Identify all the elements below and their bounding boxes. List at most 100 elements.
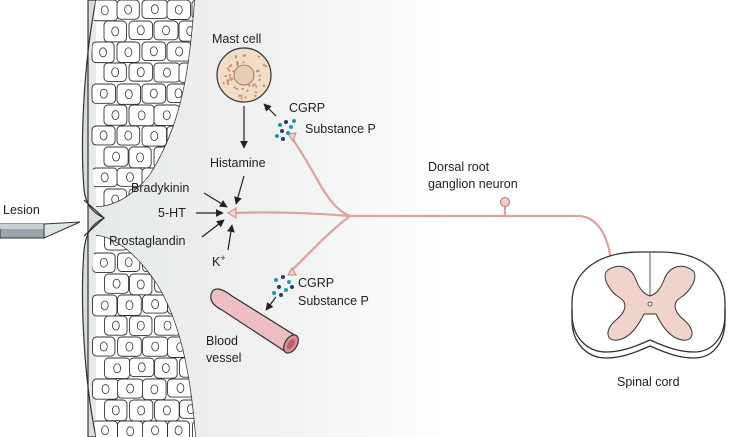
cell-nucleus	[125, 300, 134, 311]
mast-granule	[233, 86, 236, 89]
label-lesion: Lesion	[3, 203, 40, 217]
cell-nucleus	[100, 300, 109, 311]
label-potassium: K+	[212, 253, 226, 269]
mast-cell	[216, 47, 272, 103]
mast-granule	[229, 78, 232, 81]
cell-nucleus	[151, 425, 159, 436]
mast-granule	[238, 94, 241, 97]
cell-nucleus	[124, 257, 133, 268]
cell-nucleus	[151, 299, 160, 309]
mast-granule	[242, 54, 245, 57]
mast-granule	[248, 84, 251, 87]
cell-nucleus	[150, 131, 159, 141]
cell-nucleus	[150, 384, 159, 395]
arrow-histamine-to-ending	[234, 175, 245, 205]
arrow-k	[227, 224, 235, 251]
cell-nucleus	[126, 383, 135, 394]
cell-nucleus	[150, 4, 159, 15]
label-cgrp-top: CGRP	[289, 101, 325, 115]
label-prostaglandin: Prostaglandin	[109, 234, 185, 248]
cell-nucleus	[125, 341, 134, 352]
mast-granule	[255, 85, 258, 88]
mast-granule	[258, 74, 261, 77]
cell-nucleus	[124, 130, 133, 141]
skin-cell	[191, 0, 195, 20]
mast-granule	[226, 67, 229, 70]
cell-nucleus	[149, 88, 158, 99]
cell-nucleus	[161, 363, 170, 374]
mast-granule	[244, 96, 247, 99]
mast-granule	[246, 89, 249, 92]
vesicles-top	[275, 119, 296, 141]
label-bradykinin: Bradykinin	[131, 181, 189, 195]
mast-granule	[263, 84, 266, 88]
cell-nucleus	[136, 152, 144, 163]
cell-nucleus	[111, 67, 120, 78]
cell-nucleus	[162, 25, 170, 36]
cell-nucleus	[112, 151, 120, 162]
cell-nucleus	[151, 341, 160, 352]
cell-nucleus	[111, 320, 120, 331]
mast-granule	[240, 94, 243, 97]
mast-granule	[224, 75, 227, 78]
cell-nucleus	[99, 88, 108, 99]
cell-nucleus	[111, 110, 120, 120]
label-substance-p-bottom: Substance P	[298, 294, 369, 308]
mast-granule	[264, 65, 268, 68]
cell-nucleus	[136, 25, 145, 36]
cell-nucleus	[163, 67, 171, 78]
scalpel-icon	[0, 221, 81, 239]
cell-nucleus	[100, 172, 109, 183]
cell-nucleus	[101, 384, 110, 394]
cell-nucleus	[136, 67, 145, 77]
cell-nucleus	[174, 425, 183, 436]
mast-granule	[252, 84, 255, 87]
label-blood-line2: vessel	[206, 351, 241, 365]
cell-nucleus	[99, 257, 108, 268]
cell-nucleus	[137, 405, 146, 416]
cell-nucleus	[99, 341, 108, 352]
mast-granule	[242, 61, 245, 64]
cell-nucleus	[136, 320, 145, 331]
cell-nucleus	[99, 47, 107, 58]
cell-nucleus	[162, 110, 171, 121]
arrow-vesicles-to-mast	[263, 103, 277, 117]
mast-granule	[258, 78, 261, 81]
label-cgrp-bottom: CGRP	[298, 276, 334, 290]
arrow-vesicles-to-vessel	[265, 296, 277, 311]
mast-granule	[257, 69, 260, 72]
mast-granule	[262, 64, 265, 67]
cell-nucleus	[126, 426, 135, 437]
skin-cell	[192, 420, 196, 437]
cell-nucleus	[175, 46, 184, 57]
label-drg-line1: Dorsal root	[428, 160, 490, 174]
mast-granule	[241, 87, 244, 91]
mast-granule	[222, 82, 225, 85]
cell-nucleus	[174, 4, 183, 15]
label-blood-line1: Blood	[206, 334, 238, 348]
mast-granule	[235, 60, 239, 64]
label-potassium-sup: +	[220, 253, 225, 263]
cell-nucleus	[136, 279, 145, 290]
cell-nucleus	[126, 172, 134, 183]
label-histamine: Histamine	[210, 156, 266, 170]
mast-granule	[255, 70, 259, 73]
mast-granule	[229, 64, 233, 67]
mast-granule	[254, 94, 257, 97]
mast-granule	[231, 77, 234, 80]
cell-nucleus	[111, 26, 120, 37]
cell-nucleus	[113, 363, 122, 374]
mast-granule	[235, 87, 239, 91]
cell-nucleus	[137, 110, 146, 121]
label-mast-cell: Mast cell	[212, 32, 261, 46]
blood-vessel	[210, 288, 299, 354]
label-spinal-cord: Spinal cord	[617, 375, 680, 389]
cell-nucleus	[111, 405, 120, 416]
cell-nucleus	[100, 5, 109, 16]
cell-nucleus	[163, 320, 172, 331]
cell-nucleus	[162, 405, 171, 416]
spinal-cord	[571, 251, 726, 359]
mast-granule	[228, 74, 232, 77]
